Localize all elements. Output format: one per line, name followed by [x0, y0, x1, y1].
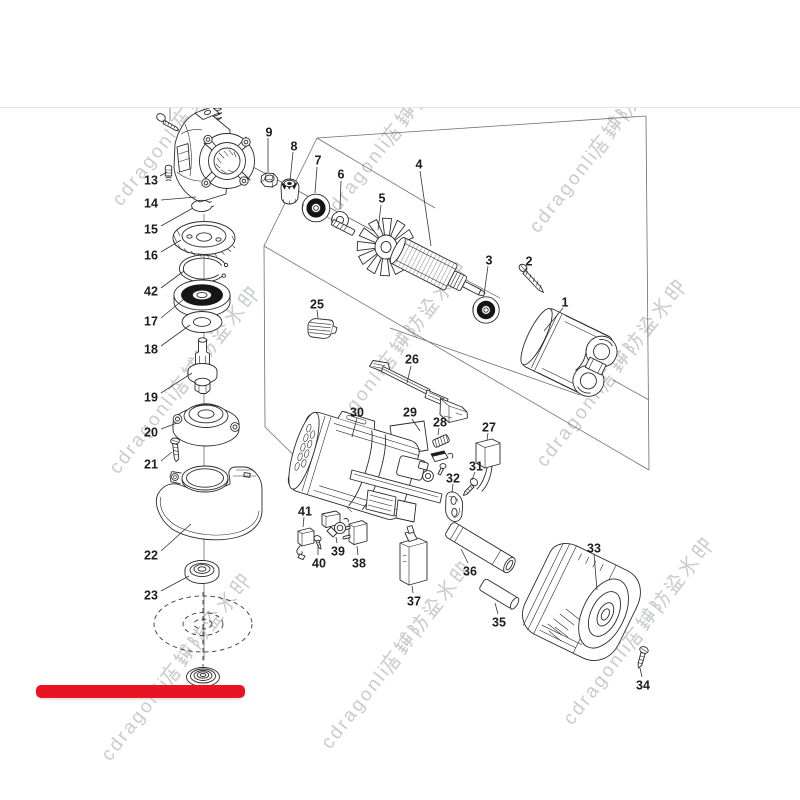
part-label-41: 41: [298, 505, 312, 519]
part-label-38: 38: [352, 557, 366, 571]
part-label-1: 1: [562, 296, 569, 310]
part-carbon-brush-27: [475, 438, 501, 492]
part-label-16: 16: [144, 249, 158, 263]
part-lock-nut: [186, 667, 220, 687]
part-label-7: 7: [315, 154, 322, 168]
part-label-18: 18: [144, 343, 158, 357]
part-rear-cap-33: [522, 542, 641, 661]
part-bearing-7: [301, 193, 331, 223]
part-brush-spring-28: [430, 434, 454, 463]
part-label-36: 36: [463, 565, 477, 579]
part-label-4: 4: [416, 158, 423, 172]
part-label-37: 37: [407, 595, 421, 609]
part-label-42: 42: [144, 285, 158, 299]
part-label-40: 40: [312, 557, 326, 571]
part-label-20: 20: [144, 426, 158, 440]
part-switch-37: [399, 525, 428, 586]
part-label-32: 32: [446, 472, 460, 486]
part-lock-pin-13: [164, 164, 173, 181]
part-stator-1: [520, 308, 618, 397]
part-grommet-32: [445, 491, 464, 522]
parts-artwork: [153, 106, 649, 687]
part-label-5: 5: [379, 192, 386, 206]
part-armature-4: [330, 217, 486, 297]
part-screw-top: [156, 113, 180, 132]
switch-mechanism: [349, 455, 447, 523]
part-label-35: 35: [492, 616, 506, 630]
part-label-31: 31: [469, 460, 483, 474]
part-label-21: 21: [144, 458, 158, 472]
part-label-28: 28: [433, 416, 447, 430]
leader-lines: [159, 138, 643, 678]
part-label-33: 33: [587, 542, 601, 556]
part-gear-housing: [173, 106, 255, 203]
part-bearing-box-20: [172, 403, 240, 447]
part-spindle-19: [187, 337, 218, 394]
part-handle-tube-36: [445, 522, 516, 574]
part-bevel-gear-16: [172, 221, 236, 258]
part-screw-31: [462, 477, 479, 496]
part-label-22: 22: [144, 549, 158, 563]
part-grinding-wheel-dashed: [153, 592, 253, 680]
part-hex-nut-9: [260, 172, 278, 188]
part-pinion-gear-8: [280, 178, 300, 205]
top-white-strip: [0, 0, 800, 107]
part-label-23: 23: [144, 589, 158, 603]
part-screw-34: [637, 646, 649, 669]
part-label-2: 2: [526, 255, 533, 269]
part-label-3: 3: [486, 254, 493, 268]
part-bearing-17: [173, 279, 231, 318]
part-label-15: 15: [144, 223, 158, 237]
part-label-17: 17: [144, 315, 158, 329]
part-screw-21: [170, 437, 180, 462]
part-label-26: 26: [405, 353, 419, 367]
part-slide-knob-25: [307, 318, 338, 339]
part-circlip-15: [191, 199, 214, 212]
part-terminal-41: [296, 527, 315, 561]
cap-vent-slots: [547, 608, 581, 642]
part-label-27: 27: [482, 421, 496, 435]
part-label-25: 25: [310, 298, 324, 312]
part-sleeve-35: [479, 578, 520, 610]
part-bearing-3: [472, 296, 500, 324]
promo-banner[interactable]: [36, 685, 245, 698]
part-label-6: 6: [338, 168, 345, 182]
part-label-34: 34: [636, 679, 650, 693]
part-spring-top: [211, 107, 223, 121]
part-wheel-guard-22: [155, 465, 263, 541]
part-label-29: 29: [403, 406, 417, 420]
part-label-30: 30: [350, 406, 364, 420]
part-label-39: 39: [331, 545, 345, 559]
part-washer-18: [181, 311, 223, 333]
part-label-8: 8: [291, 140, 298, 154]
part-screw-40: [313, 535, 322, 550]
part-number-labels: 1234567891314151642171819202122232526272…: [144, 126, 650, 693]
part-label-9: 9: [266, 126, 273, 140]
part-inner-flange-23: [184, 560, 220, 584]
part-label-14: 14: [144, 197, 158, 211]
part-motor-housing-30: [287, 410, 447, 523]
part-label-13: 13: [144, 174, 158, 188]
part-bracket-39: [321, 510, 349, 538]
part-slide-bar-26: [369, 360, 468, 423]
part-label-19: 19: [144, 391, 158, 405]
